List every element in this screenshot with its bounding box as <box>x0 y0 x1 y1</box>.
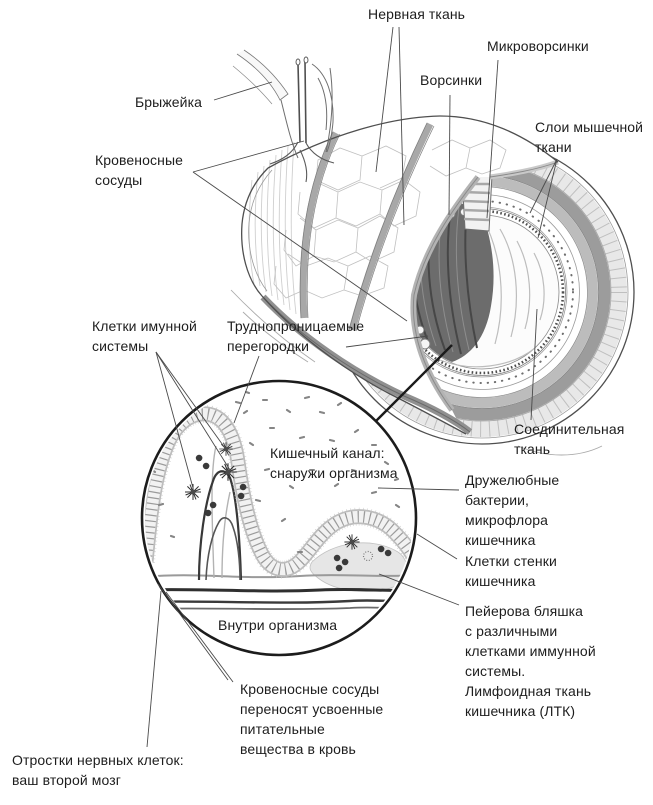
label-nerve-processes: Отростки нервных клеток: ваш второй мозг <box>12 752 184 788</box>
leader-nerve-processes <box>146 590 162 748</box>
label-immune-cells: Клетки имунной системы <box>92 318 197 354</box>
label-connective-tissue: Соединительная ткань <box>514 421 625 457</box>
leader-peyers-patch <box>378 573 460 606</box>
label-mesentery: Брыжейка <box>135 94 203 110</box>
leader-villi <box>448 94 451 216</box>
leader-gut-wall-cells <box>416 533 458 560</box>
nerve-fiber-lines <box>197 445 243 581</box>
leader-friendly-bacteria <box>377 487 460 491</box>
leader-microvilli <box>486 59 499 219</box>
label-muscle-layers: Слои мышечной ткани <box>535 119 644 155</box>
label-microvilli: Микроворсинки <box>487 38 589 54</box>
label-inside-body: Внутри организма <box>218 617 338 633</box>
muscle-striations <box>248 141 297 315</box>
leader-immune-cells-2 <box>155 351 226 449</box>
cell-dots <box>195 454 392 572</box>
magnifier-circle <box>140 379 418 657</box>
label-gut-canal-outside: Кишечный канал: снаружи организма <box>270 445 398 481</box>
label-blood-vessels: Кровеносные сосуды <box>95 152 183 188</box>
leader-immune-cells-1 <box>155 351 194 489</box>
label-vessels-carry-nutrients: Кровеносные сосуды переносят усвоенные п… <box>240 681 384 757</box>
immune-cell-star-icons <box>184 441 374 562</box>
leader-muscle-layers-1 <box>529 158 558 214</box>
mesentery-blood-vessels <box>269 56 335 183</box>
mesentery-membrane <box>232 49 335 183</box>
label-gut-wall-cells: Клетки стенки кишечника <box>465 553 557 589</box>
label-peyers-patch: Пейерова бляшка с различными клетками им… <box>465 603 596 719</box>
leader-mesentery <box>213 81 273 101</box>
submucosa-dotted-ring <box>390 200 574 384</box>
label-friendly-bacteria: Дружелюбные бактерии, микрофлора кишечни… <box>465 472 560 548</box>
leader-immune-cells-3 <box>155 351 231 471</box>
leader-tight-junctions-2 <box>345 335 429 348</box>
leader-vessels-carry-1 <box>157 583 229 681</box>
ground-lines <box>230 289 603 456</box>
leader-connective-tissue <box>530 308 538 421</box>
leader-vessels-carry-2 <box>165 591 234 683</box>
magnifier-link-line <box>375 344 453 422</box>
leader-nerve-tissue-1 <box>375 26 394 173</box>
leader-blood-vessels-1 <box>192 140 305 173</box>
label-nerve-tissue: Нервная ткань <box>368 6 466 22</box>
leader-muscle-layers-2 <box>537 158 558 239</box>
leader-nerve-tissue-2 <box>398 26 405 226</box>
leader-blood-vessels-2 <box>192 171 408 322</box>
label-tight-junctions: Труднопроницаемые перегородки <box>227 318 365 354</box>
leader-tight-junctions-1 <box>233 355 260 424</box>
leader-lines <box>146 26 558 748</box>
label-villi: Ворсинки <box>420 72 483 88</box>
